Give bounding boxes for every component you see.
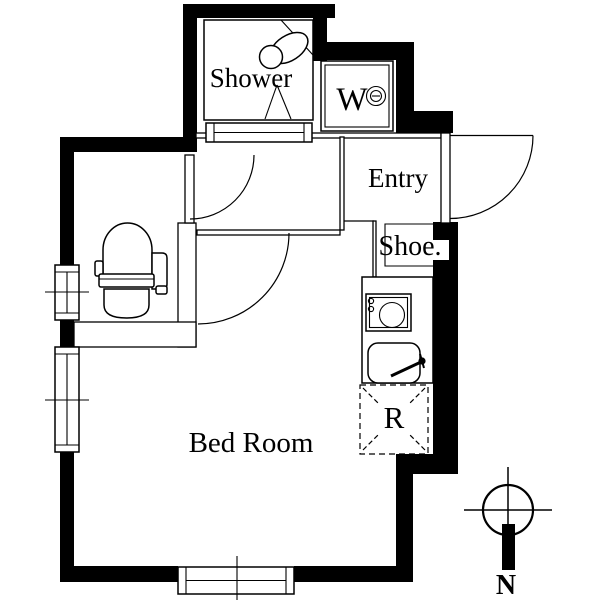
window-left-lower bbox=[45, 346, 89, 453]
toilet-door-swing bbox=[189, 154, 255, 220]
entry-label: Entry bbox=[368, 163, 428, 193]
stove-icon bbox=[365, 293, 412, 332]
partition-bedroom-top bbox=[196, 229, 341, 236]
fridge-corner-tl bbox=[362, 387, 380, 405]
toilet-seat-hinge bbox=[98, 273, 155, 288]
window-bottom bbox=[177, 556, 295, 600]
shower-room bbox=[203, 19, 314, 143]
stove-knob-1 bbox=[367, 297, 375, 305]
doors bbox=[184, 132, 534, 325]
shower-label: Shower bbox=[210, 63, 293, 93]
stove-knob-2 bbox=[367, 305, 375, 313]
partition-shoe-left bbox=[372, 220, 377, 278]
shoe-label: Shoe. bbox=[379, 231, 442, 262]
shower-spray-left bbox=[264, 84, 278, 120]
bedroom-door-swing bbox=[197, 232, 290, 325]
compass-north-label: N bbox=[496, 570, 516, 600]
exterior-walls bbox=[60, 4, 458, 582]
shower-step bbox=[205, 122, 313, 143]
refrigerator-label: R bbox=[384, 400, 405, 435]
window-left-upper bbox=[45, 264, 89, 321]
kitchen bbox=[359, 276, 434, 455]
wall-left-lower bbox=[60, 452, 74, 582]
entry-door-frame bbox=[440, 132, 451, 224]
fridge-corner-br bbox=[408, 433, 426, 451]
interior-partitions bbox=[73, 132, 442, 348]
washer-box-inner bbox=[324, 64, 390, 128]
wall-bottom-right bbox=[294, 566, 413, 582]
wall-right-of-washer bbox=[396, 60, 414, 113]
sink-icon bbox=[367, 342, 426, 384]
washer-label: W bbox=[336, 82, 368, 118]
wall-above-washer bbox=[313, 42, 414, 60]
washing-machine-area bbox=[320, 60, 394, 132]
bedroom-label: Bed Room bbox=[189, 427, 314, 459]
shower-head-icon bbox=[258, 31, 309, 120]
fridge-corner-bl bbox=[362, 433, 380, 451]
wall-above-entry-door bbox=[396, 111, 453, 133]
shoe-closet bbox=[384, 223, 433, 267]
stove-burner bbox=[378, 301, 406, 329]
refrigerator-box bbox=[359, 384, 429, 455]
sink-faucet-knob bbox=[418, 357, 426, 365]
toilet-tank bbox=[102, 222, 153, 277]
wall-bottom-left bbox=[60, 566, 178, 582]
shoe-label-notch bbox=[432, 240, 449, 260]
toilet-bowl bbox=[103, 288, 150, 319]
washer-tap-icon bbox=[365, 85, 387, 107]
refrigerator-space bbox=[359, 384, 429, 455]
entry-door-swing bbox=[449, 135, 534, 220]
sink-faucet bbox=[390, 360, 422, 378]
partition-toilet-bottom bbox=[73, 321, 197, 348]
shower-spray-right bbox=[276, 84, 292, 120]
wall-shower-top bbox=[183, 4, 335, 18]
wall-left-upper bbox=[60, 137, 74, 265]
windows bbox=[45, 264, 295, 600]
wall-bedroom-right bbox=[396, 454, 413, 582]
shoe-closet-outline bbox=[384, 223, 433, 267]
toilet-door-leaf bbox=[184, 154, 195, 224]
shower-head-ball bbox=[258, 44, 284, 70]
room-labels: Shower W Entry Shoe. Bed Room R bbox=[189, 63, 449, 459]
compass-icon: N bbox=[464, 467, 552, 600]
compass-needle bbox=[502, 524, 515, 570]
partition-entry-left bbox=[339, 136, 345, 231]
washer-tap-inner bbox=[369, 89, 383, 103]
sink-basin bbox=[367, 342, 421, 384]
toilet-flush-notch bbox=[155, 285, 168, 295]
wall-top-band bbox=[60, 137, 197, 152]
wall-left-pillar bbox=[60, 320, 74, 347]
toilet-icon bbox=[94, 222, 168, 319]
wall-shower-left bbox=[183, 4, 197, 152]
washer-tap-outer bbox=[365, 85, 387, 107]
fridge-corner-tr bbox=[408, 387, 426, 405]
wall-right-kitchen bbox=[433, 222, 458, 474]
